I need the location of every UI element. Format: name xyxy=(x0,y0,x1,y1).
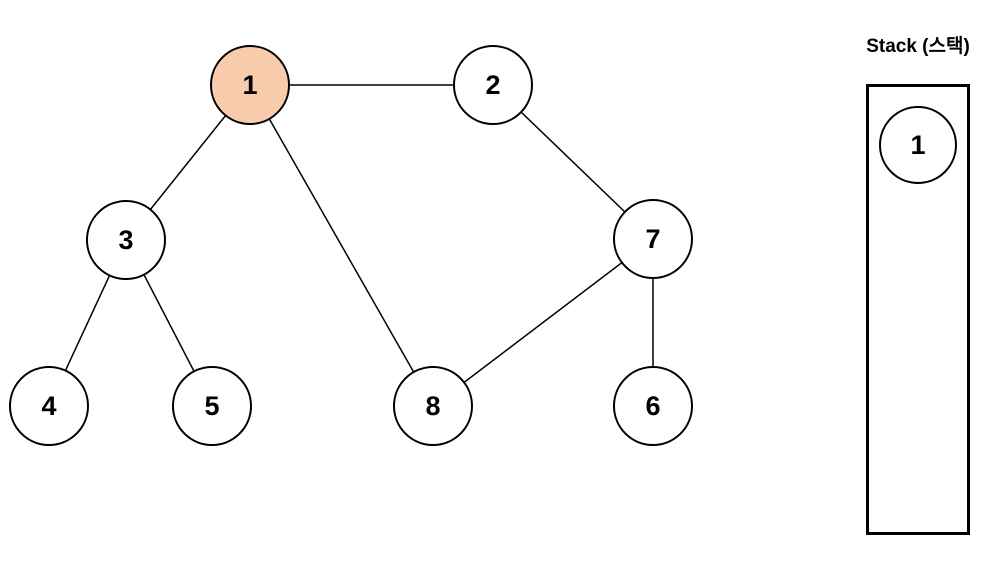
graph-node-2: 2 xyxy=(453,45,533,125)
graph-node-8: 8 xyxy=(393,366,473,446)
graph-node-label-2: 2 xyxy=(485,70,500,100)
graph-node-7: 7 xyxy=(613,199,693,279)
graph-node-label-4: 4 xyxy=(41,391,56,421)
graph-edge-1-8 xyxy=(249,84,434,407)
graph-canvas: 1 2 3 4 5 7 8 6 xyxy=(9,45,693,446)
graph-node-circle-8 xyxy=(393,366,473,446)
graph-node-3: 3 xyxy=(86,200,166,280)
graph-node-label-5: 5 xyxy=(204,391,219,421)
graph-node-circle-4 xyxy=(9,366,89,446)
graph-node-circle-1 xyxy=(210,45,290,125)
graph-node-5: 5 xyxy=(172,366,252,446)
graph-node-label-8: 8 xyxy=(425,391,440,421)
stack-box: 1 xyxy=(866,84,970,535)
stack-item-1: 1 xyxy=(879,106,957,184)
stack-title: Stack (스택) xyxy=(866,36,970,57)
graph-node-label-3: 3 xyxy=(118,225,133,255)
graph-node-circle-6 xyxy=(613,366,693,446)
graph-node-circle-3 xyxy=(86,200,166,280)
graph-node-circle-7 xyxy=(613,199,693,279)
graph-node-label-6: 6 xyxy=(645,391,660,421)
graph-node-6: 6 xyxy=(613,366,693,446)
graph-node-circle-5 xyxy=(172,366,252,446)
graph-node-circle-2 xyxy=(453,45,533,125)
graph-node-label-1: 1 xyxy=(242,70,257,100)
graph-node-4: 4 xyxy=(9,366,89,446)
graph-node-label-7: 7 xyxy=(645,224,660,254)
graph-edge-7-8 xyxy=(432,238,654,407)
graph-node-1: 1 xyxy=(210,45,290,125)
